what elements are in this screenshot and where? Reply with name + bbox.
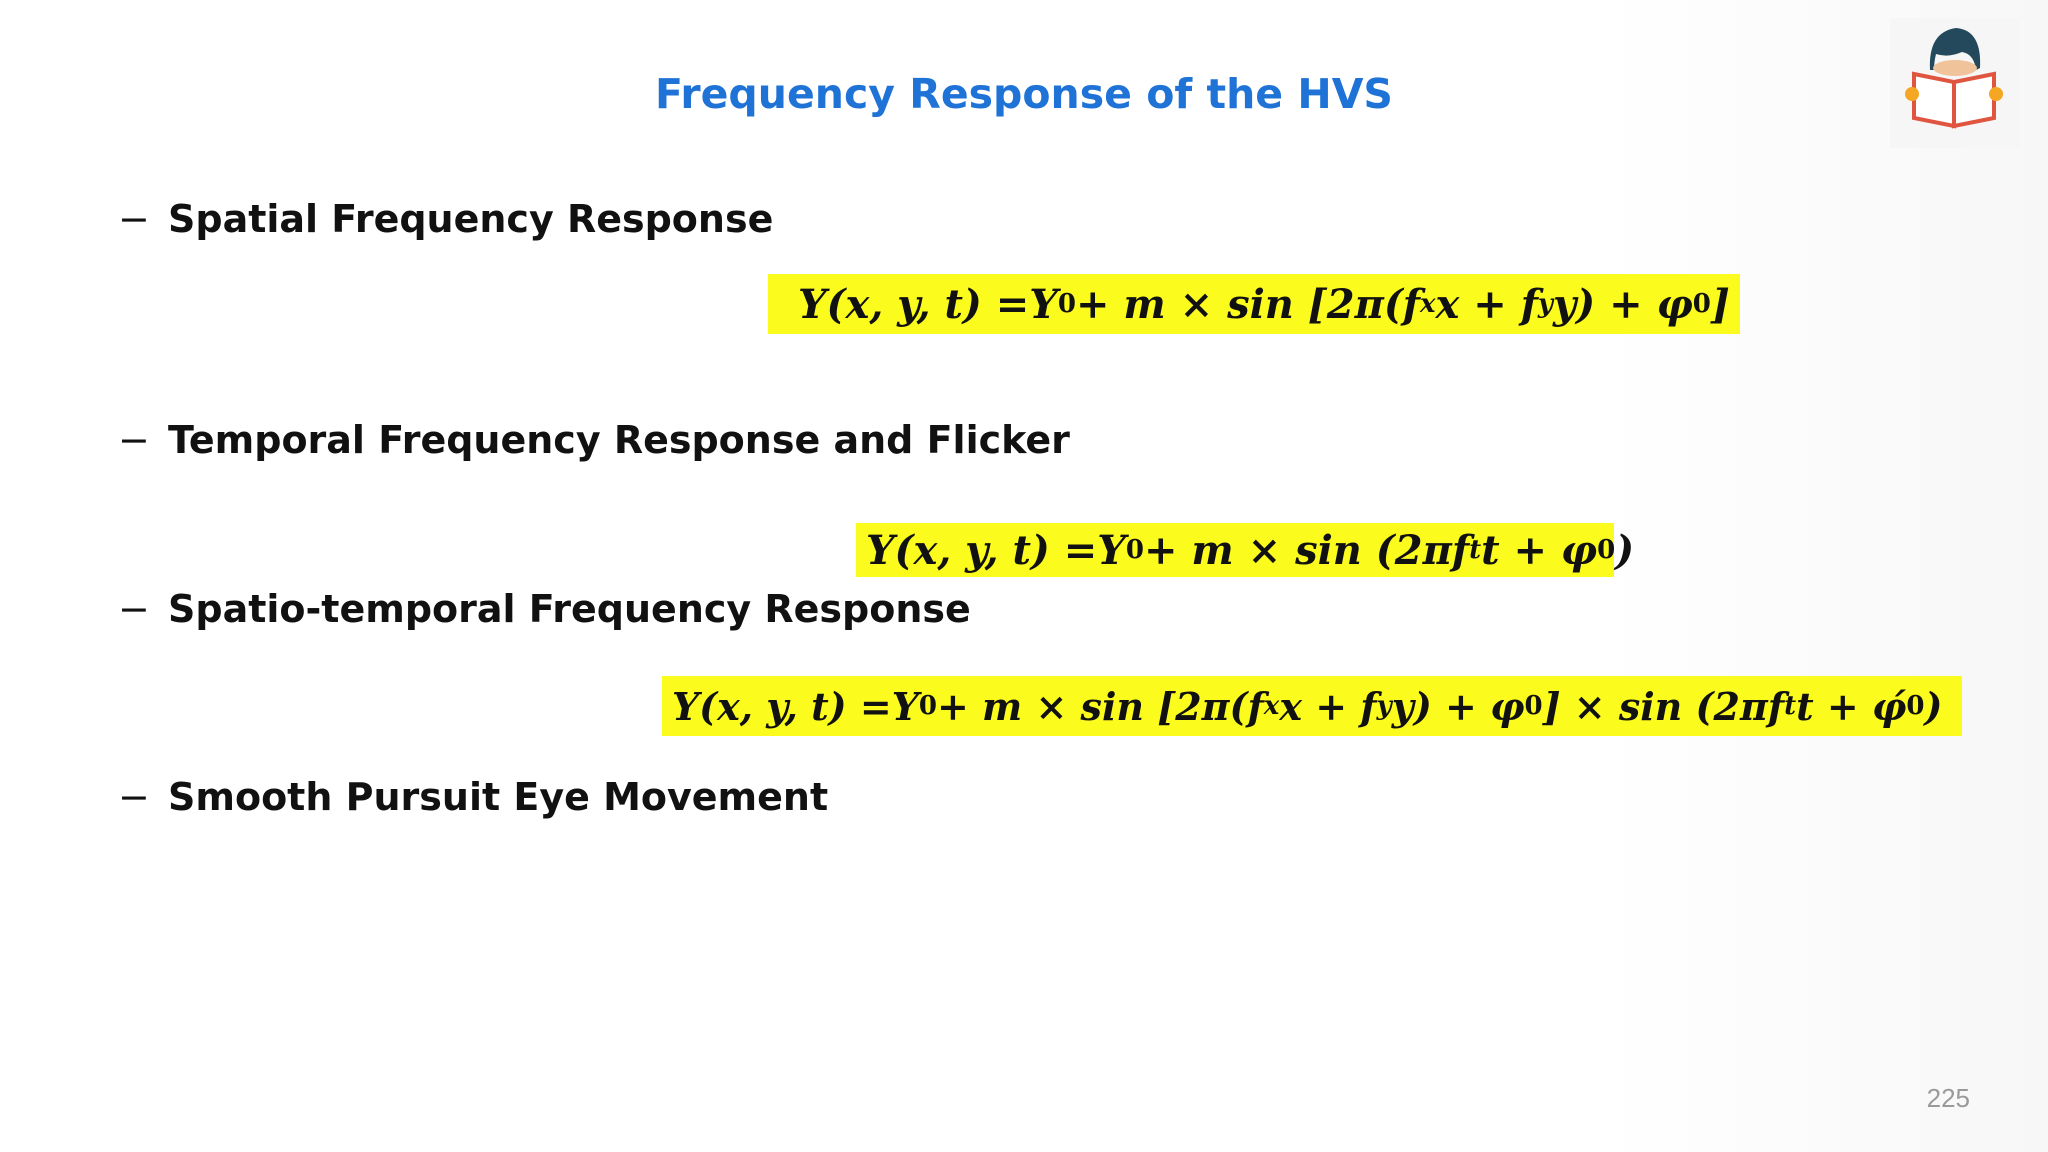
bullet-dash: − [118, 197, 150, 241]
reading-person-icon [1890, 18, 2020, 148]
formula-term: Y [1097, 526, 1126, 574]
formula-term: Y [891, 683, 919, 729]
formula-term: x + f [1279, 683, 1377, 729]
formula-lhs: Y(x, y, t) = [866, 526, 1098, 574]
formula-term: ] [1710, 280, 1730, 328]
bullet-label: Temporal Frequency Response and Flicker [168, 418, 1070, 462]
bullet-label: Spatial Frequency Response [168, 197, 774, 241]
formula-term: + m × sin [2π(f [936, 683, 1264, 729]
formula-term: + m × sin (2πf [1143, 526, 1470, 574]
formula-term: ) [1615, 526, 1635, 574]
slide-title: Frequency Response of the HVS [655, 70, 1393, 118]
bullet-label: Spatio-temporal Frequency Response [168, 587, 971, 631]
bullet-temporal: − Temporal Frequency Response and Flicke… [118, 418, 1070, 462]
formula-lhs: Y(x, y, t) = [798, 280, 1030, 328]
formula-lhs: Y(x, y, t) = [672, 683, 892, 729]
formula-term: ) [1924, 683, 1943, 729]
bullet-label: Smooth Pursuit Eye Movement [168, 775, 829, 819]
page-number: 225 [1926, 1083, 1970, 1113]
bullet-dash: − [118, 775, 150, 819]
formula-term: y) + φ [1553, 280, 1693, 328]
formula-term: t + φ́ [1796, 683, 1907, 729]
formula-term: ] × sin (2πf [1542, 683, 1785, 729]
bullet-spatial: − Spatial Frequency Response [118, 197, 773, 241]
bullet-spatiotemporal: − Spatio-temporal Frequency Response [118, 587, 971, 631]
formula-term: + m × sin [2π(f [1075, 280, 1420, 328]
formula-term: y) + φ [1391, 683, 1525, 729]
bullet-dash: − [118, 587, 150, 631]
formula-term: Y [1029, 280, 1058, 328]
bullet-smooth-pursuit: − Smooth Pursuit Eye Movement [118, 775, 828, 819]
formula-term: x + f [1435, 280, 1538, 328]
bullet-dash: − [118, 418, 150, 462]
formula-term: t + φ [1481, 526, 1598, 574]
